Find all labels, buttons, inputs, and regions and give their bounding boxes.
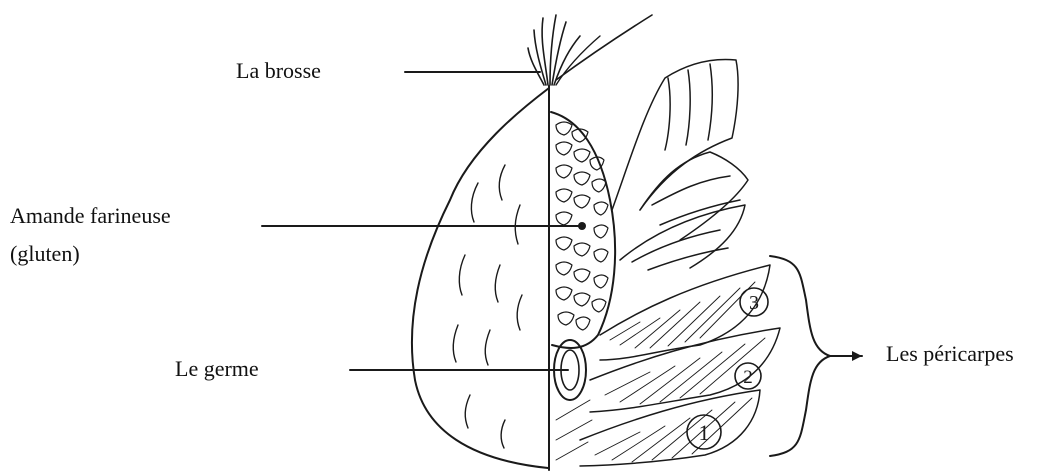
layer-number-2: 2 [735,363,761,389]
svg-text:2: 2 [743,367,753,388]
grain-outer-left [412,88,549,468]
grain-left-texture [453,165,522,448]
layer-number-3: 3 [740,288,768,316]
endosperm-outline [551,112,615,348]
amande-pointer-dot [578,222,586,230]
svg-text:3: 3 [749,292,759,314]
pericarpes-arrow-head [852,351,862,361]
pericarp-hatching [556,282,765,462]
pericarpes-brace [770,256,830,456]
grain-back-curve [556,15,652,80]
svg-text:1: 1 [699,420,710,445]
pericarp-upper-flaps [612,60,748,270]
